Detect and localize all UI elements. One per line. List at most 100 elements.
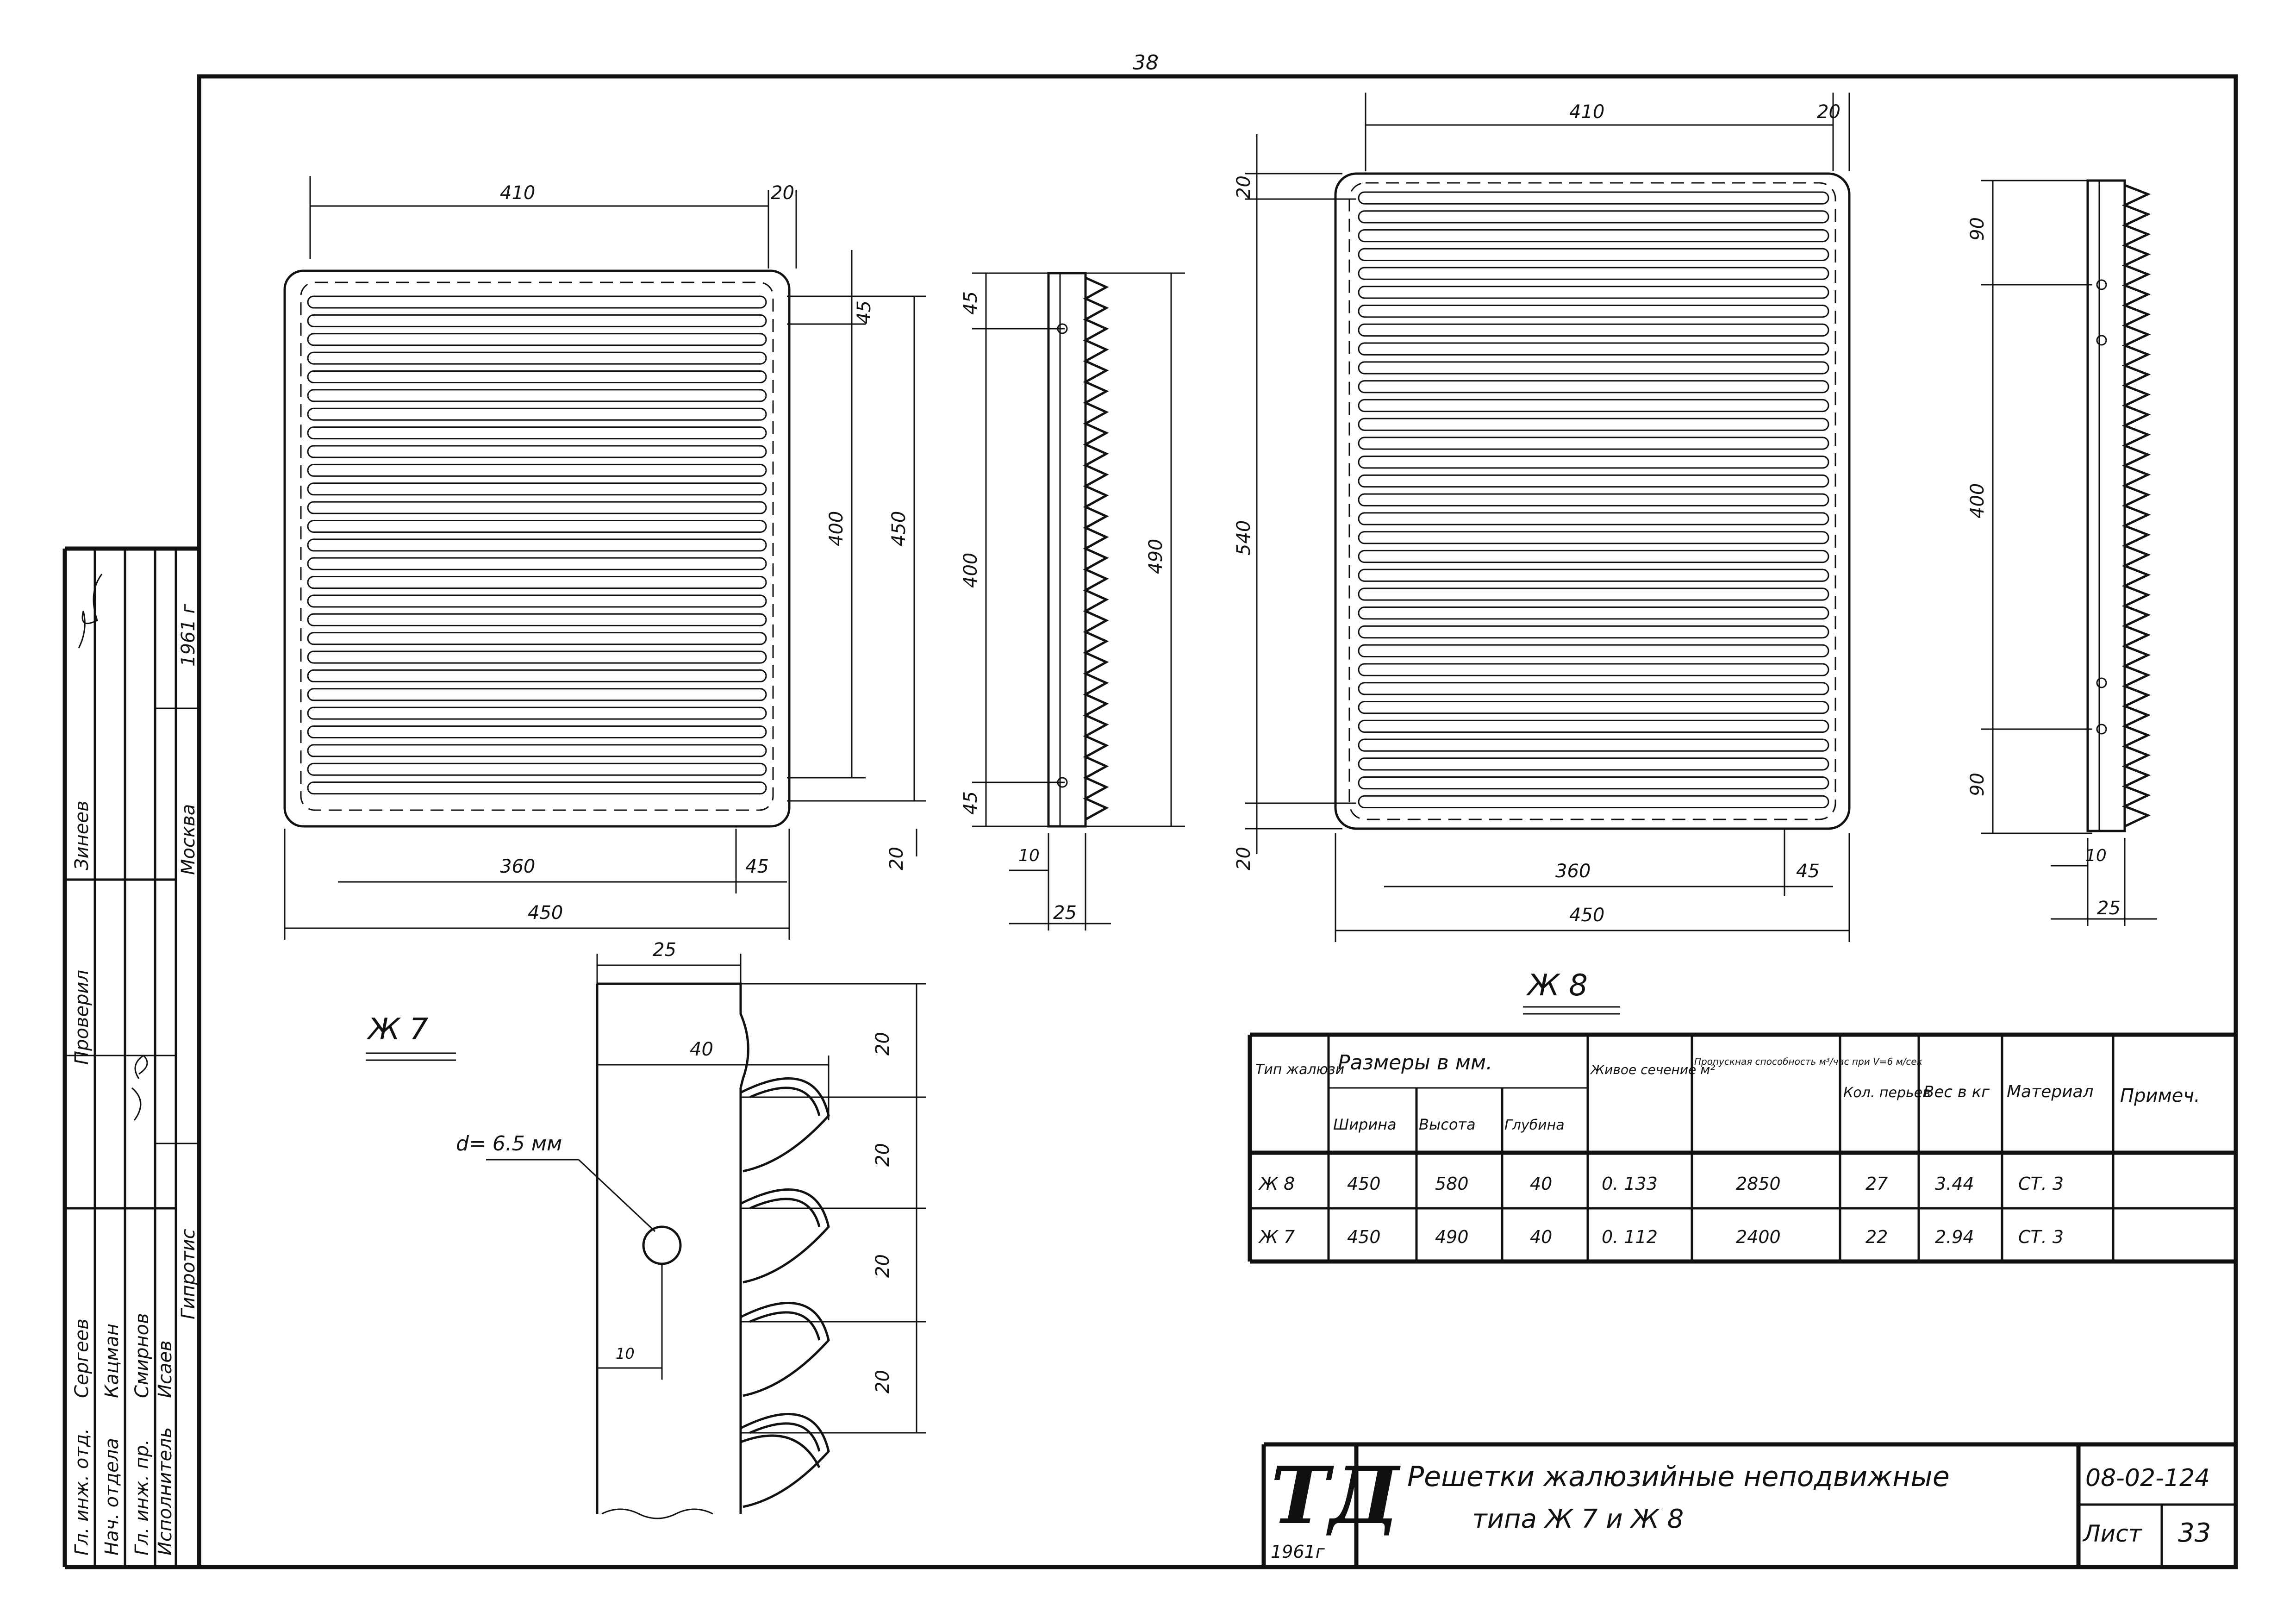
header-blades: Кол. перьев xyxy=(1843,1085,1931,1101)
cell-weight: 3.44 xyxy=(1935,1174,1974,1194)
louver-slat xyxy=(1358,286,1829,299)
dim-label: 400 xyxy=(960,553,981,588)
dim-label: 540 xyxy=(1233,520,1254,556)
louver-slat xyxy=(1358,493,1829,506)
louver-slat xyxy=(307,314,767,327)
drawing-title: Решетки жалюзийные неподвижные xyxy=(1407,1461,1950,1493)
dim-label: 450 xyxy=(888,511,910,546)
table-row: Ж 7 450 490 40 0. 112 2400 22 2.94 СТ. 3 xyxy=(1258,1227,2064,1247)
louver-slat xyxy=(1358,682,1829,695)
dim-label: 20 xyxy=(886,847,907,870)
drawing-code: 08-02-124 xyxy=(2085,1464,2210,1492)
louver-slat xyxy=(307,706,767,720)
stamp-name: Смирнов xyxy=(131,1313,153,1398)
j7-side-view: 45 400 45 490 10 25 xyxy=(960,272,1185,931)
header-type: Тип жалюзи xyxy=(1255,1062,1344,1078)
dim-label: 90 xyxy=(1967,773,1988,796)
louver-slat xyxy=(1358,342,1829,356)
cell-capacity: 2850 xyxy=(1736,1174,1781,1194)
louver-slat xyxy=(307,725,767,739)
dim-label: 45 xyxy=(1796,861,1820,882)
title-block: ТД 1961г Решетки жалюзийные неподвижные … xyxy=(1261,1442,2236,1567)
dim-label: 400 xyxy=(826,511,847,546)
cell-type: Ж 7 xyxy=(1258,1227,1295,1247)
header-sizes: Размеры в мм. xyxy=(1338,1051,1492,1074)
header-width: Ширина xyxy=(1333,1116,1397,1133)
louver-slat xyxy=(307,613,767,626)
cell-weight: 2.94 xyxy=(1935,1227,1974,1247)
spec-table: Тип жалюзи Размеры в мм. Ширина Высота Г… xyxy=(1248,1032,2236,1264)
drawing-subtitle: типа Ж 7 и Ж 8 xyxy=(1472,1504,1684,1534)
header-capacity: Пропускная способность м³/час при V=6 м/… xyxy=(1694,1056,1922,1067)
hole-label: d= 6.5 мм xyxy=(456,1132,562,1156)
dim-label: 450 xyxy=(528,902,563,924)
city-note: Москва xyxy=(178,804,199,875)
louver-slat xyxy=(1358,248,1829,262)
dim-label: 400 xyxy=(1967,483,1988,518)
dim-label: 40 xyxy=(690,1039,713,1060)
dim-label: 25 xyxy=(2097,898,2121,919)
louver-slat xyxy=(307,650,767,664)
louver-slat xyxy=(307,538,767,552)
louver-slat xyxy=(1358,531,1829,544)
louver-slat xyxy=(307,333,767,346)
louver-slat xyxy=(307,744,767,757)
sheet-label: Лист xyxy=(2082,1520,2143,1547)
dim-label: 360 xyxy=(500,856,535,877)
j7-slats xyxy=(307,295,767,795)
louver-slat xyxy=(307,370,767,384)
year-label: 1961г xyxy=(1271,1542,1325,1562)
blade-detail: 25 40 d= 6.5 мм 10 20 20 20 20 xyxy=(456,939,926,1519)
louver-slat xyxy=(1358,399,1829,412)
dim-label: 20 xyxy=(771,182,794,204)
louver-slat xyxy=(1358,305,1829,318)
dim-label: 25 xyxy=(1053,902,1077,924)
dim-label: 490 xyxy=(1145,539,1167,574)
louver-slat xyxy=(1358,663,1829,676)
header-weight: Вес в кг xyxy=(1923,1083,1990,1101)
louver-slat xyxy=(307,351,767,365)
louver-slat xyxy=(307,295,767,309)
stamp-role: Нач. отдела xyxy=(101,1438,123,1555)
dim-label: 20 xyxy=(1233,847,1254,870)
j7-label: Ж 7 xyxy=(366,1012,428,1047)
louver-slat xyxy=(1358,550,1829,563)
louver-slat xyxy=(1358,795,1829,809)
dim-label: 450 xyxy=(1569,905,1604,926)
header-depth: Глубина xyxy=(1504,1117,1565,1133)
louver-slat xyxy=(307,632,767,645)
cell-height: 580 xyxy=(1435,1174,1469,1194)
louver-slat xyxy=(1358,568,1829,582)
org-note: Гипротис xyxy=(178,1229,199,1319)
stamp-name: Кацман xyxy=(101,1324,123,1398)
stamp-name: Сергеев xyxy=(71,1318,93,1398)
header-area: Живое сечение м² xyxy=(1590,1062,1716,1077)
louver-slat xyxy=(1358,719,1829,733)
cell-blades: 22 xyxy=(1866,1227,1888,1247)
dim-label: 20 xyxy=(872,1370,893,1393)
louver-slat xyxy=(1358,700,1829,714)
stamp-role: Исполнитель xyxy=(155,1427,176,1555)
dim-label: 10 xyxy=(2085,846,2107,865)
louver-slat xyxy=(1358,512,1829,525)
cell-material: СТ. 3 xyxy=(2018,1227,2064,1247)
louver-slat xyxy=(307,501,767,514)
year-note: 1961 г xyxy=(178,603,199,667)
cell-height: 490 xyxy=(1435,1227,1469,1247)
louver-slat xyxy=(307,407,767,421)
cell-capacity: 2400 xyxy=(1736,1227,1781,1247)
dim-label: 45 xyxy=(960,291,981,315)
table-row: Ж 8 450 580 40 0. 133 2850 27 3.44 СТ. 3 xyxy=(1258,1174,2064,1194)
louver-slat xyxy=(307,557,767,570)
louver-slat xyxy=(1358,738,1829,752)
logo: ТД xyxy=(1271,1449,1401,1542)
page-number: 38 xyxy=(1133,51,1159,75)
louver-slat xyxy=(1358,757,1829,771)
louver-slat xyxy=(307,781,767,795)
louver-slat xyxy=(1358,210,1829,224)
louver-slat xyxy=(307,389,767,402)
dim-label: 20 xyxy=(872,1143,893,1167)
louver-slat xyxy=(1358,361,1829,375)
louver-slat xyxy=(307,445,767,458)
